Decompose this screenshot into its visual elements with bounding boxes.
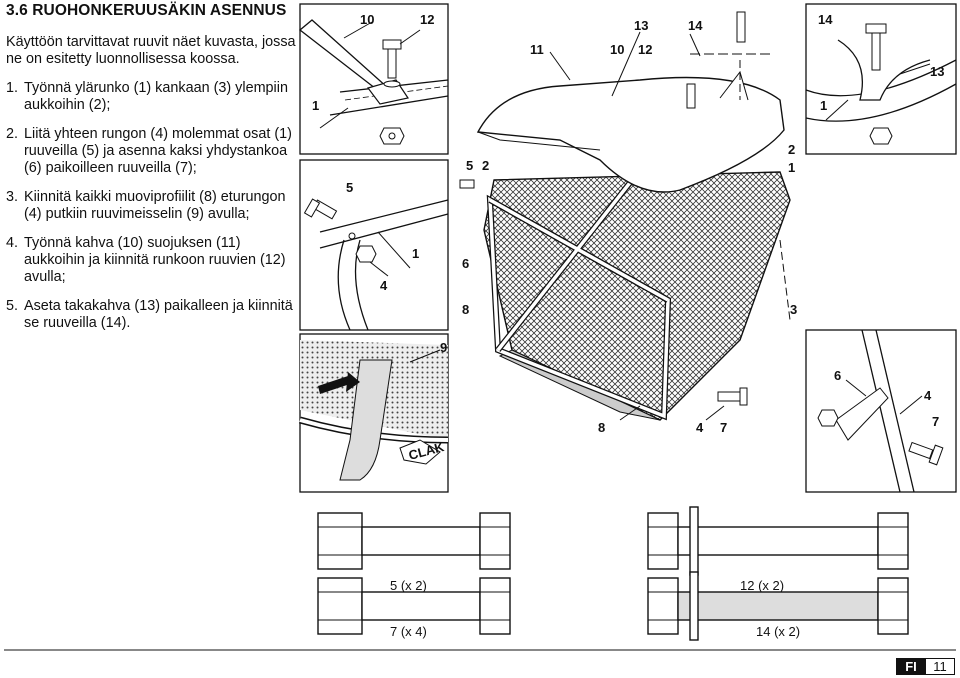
handle-detail-drawing	[298, 19, 449, 145]
step-text: Aseta takakahva (13) paikalleen ja kiinn…	[24, 298, 293, 331]
callout-14: 14	[688, 18, 703, 33]
callout-13: 13	[634, 18, 648, 33]
callout-6: 6	[462, 256, 469, 271]
step-3: 3. Kiinnitä kaikki muoviprofiilit (8) etu…	[6, 189, 296, 223]
step-1: 1. Työnnä ylärunko (1) kankaan (3) ylempi…	[6, 80, 296, 114]
step-text: Työnnä ylärunko (1) kankaan (3) ylempiin…	[24, 80, 288, 113]
step-2: 2. Liitä yhteen rungon (4) molemmat osat …	[6, 126, 296, 177]
intro-paragraph: Käyttöön tarvittavat ruuvit näet kuvasta…	[6, 34, 296, 67]
page-number: 11	[926, 658, 955, 675]
bolt-label-12: 12 (x 2)	[740, 578, 784, 593]
step-5: 5. Aseta takakahva (13) paikalleen ja kii…	[6, 298, 296, 332]
callout-8-bottom: 8	[598, 420, 605, 435]
step-number: 5.	[6, 298, 19, 314]
step-text: Liitä yhteen rungon (4) molemmat osat (1…	[24, 126, 292, 176]
bolt-5	[317, 512, 511, 570]
grass-bag-drawing	[459, 11, 791, 421]
callout-4-bottom: 4	[696, 420, 704, 435]
callout-5: 5	[346, 180, 353, 195]
callout-12-main: 12	[638, 42, 652, 57]
rear-handle-drawing	[805, 23, 957, 145]
step-number: 2.	[6, 126, 19, 142]
detail-panel-frame-join	[299, 159, 449, 331]
step-number: 3.	[6, 189, 19, 205]
callout-2-right: 2	[788, 142, 795, 157]
callout-3: 3	[790, 302, 797, 317]
callout-10-main: 10	[610, 42, 624, 57]
callout-13-rear: 13	[930, 64, 944, 79]
profile-detail-drawing	[299, 340, 449, 481]
step-number: 4.	[6, 235, 19, 251]
callout-1: 1	[312, 98, 319, 113]
callout-5-main: 5	[466, 158, 473, 173]
step-text: Työnnä kahva (10) suojuksen (11) aukkoih…	[24, 235, 286, 285]
callout-1-right: 1	[788, 160, 795, 175]
section-title: 3.6 RUOHONKERUUSÄKIN ASENNUS	[6, 2, 287, 19]
callout-2-main: 2	[482, 158, 489, 173]
bolt-label-14: 14 (x 2)	[756, 624, 800, 639]
page-footer: FI 11	[896, 658, 955, 675]
bolt-12	[647, 506, 909, 576]
instructions-column: 3.6 RUOHONKERUUSÄKIN ASENNUS Käyttöön ta…	[6, 2, 296, 344]
callout-9: 9	[440, 340, 447, 355]
step-text: Kiinnitä kaikki muoviprofiilit (8) eturu…	[24, 189, 286, 222]
bolt-label-5: 5 (x 2)	[390, 578, 427, 593]
language-badge: FI	[896, 658, 926, 675]
callout-10: 10	[360, 12, 374, 27]
callout-11: 11	[530, 42, 544, 57]
callout-1-join: 1	[412, 246, 419, 261]
step-4: 4. Työnnä kahva (10) suojuksen (11) aukko…	[6, 235, 296, 286]
callout-14-rear: 14	[818, 12, 833, 27]
tie-rod-drawing	[817, 329, 944, 493]
callout-4-tierod: 4	[924, 388, 932, 403]
callout-1-rear: 1	[820, 98, 827, 113]
callout-6-tierod: 6	[834, 368, 841, 383]
bolt-14	[647, 571, 909, 641]
frame-join-drawing	[303, 198, 449, 331]
callout-8: 8	[462, 302, 469, 317]
callout-7-bottom: 7	[720, 420, 727, 435]
bolt-7	[317, 577, 511, 635]
step-number: 1.	[6, 80, 19, 96]
callout-4: 4	[380, 278, 388, 293]
callout-7-tierod: 7	[932, 414, 939, 429]
bolt-label-7: 7 (x 4)	[390, 624, 427, 639]
callout-12: 12	[420, 12, 434, 27]
